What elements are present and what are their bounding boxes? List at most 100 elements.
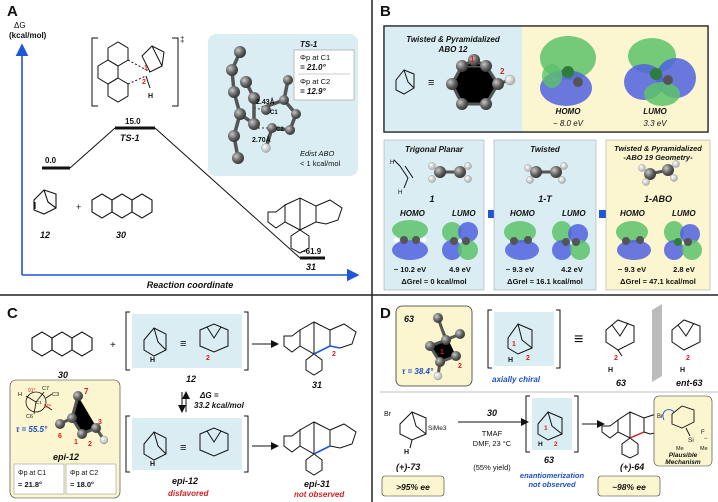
newman-c3: C3: [52, 392, 59, 398]
anthracene-structure: [91, 193, 153, 219]
abo-ball-model: [638, 160, 680, 186]
epi-n3: 3: [98, 419, 102, 426]
mech-line1: Plausible: [669, 452, 698, 459]
col-trigonal-lumo: LUMO: [452, 209, 476, 218]
epi-phi-c2-2: = 18.0°: [70, 480, 94, 489]
col-trigonal-homo-e: − 10.2 eV: [394, 265, 426, 274]
d-63-h: H: [508, 357, 513, 364]
c-abo-h: H: [150, 357, 155, 364]
svg-text:≡: ≡: [180, 338, 186, 350]
epi-n1: 1: [74, 439, 78, 446]
mech-line2: Mechanism: [665, 459, 701, 466]
ts-ball-model: [226, 46, 301, 164]
c-anthracene-label: 30: [58, 370, 68, 380]
col-twisted-title: Twisted: [530, 145, 561, 154]
d-reactant-73: [399, 411, 427, 449]
col-twisted-lumo-e: 4.2 eV: [561, 265, 583, 274]
col-twisted-lumo-orbital: [552, 221, 590, 260]
d-ee-end-box: [597, 475, 661, 497]
col-trigonal-title: Trigonal Planar: [405, 145, 464, 154]
d-63-box: [494, 312, 554, 366]
c2-label: C2: [276, 127, 284, 133]
col-twisted-homo-e: − 9.3 eV: [506, 265, 534, 274]
abo-12-skeletal: [395, 69, 415, 95]
epi-phi-c1-1: Φp at C1: [18, 470, 46, 477]
ts-atom-h: H: [148, 93, 153, 100]
d-enant-2: not observed: [528, 480, 576, 489]
d-product-label: (+)-64: [620, 462, 644, 472]
d-enant-1: enantiomerization: [520, 471, 585, 480]
panel-d: D 63 1 2 τ = 38.4° 1 2: [380, 304, 718, 497]
epi-box-label: epi-12: [53, 452, 79, 462]
epi-phi-c1-2: = 21.8°: [18, 480, 42, 489]
c-dg-2: 33.2 kcal/mol: [194, 401, 245, 410]
newman-c7: C7: [42, 386, 49, 392]
svg-text:H: H: [398, 190, 402, 196]
d-63-2: 2: [526, 355, 530, 362]
col-trigonal-lumo-orbital: [442, 222, 478, 260]
d-equiv: ≡: [574, 331, 583, 348]
col-trigonal-homo-orbital: [392, 220, 428, 260]
trigonal-ball-model: [428, 162, 472, 183]
product-31-structure: [267, 197, 343, 254]
c-disfavored: disfavored: [168, 489, 210, 498]
ts-structure: [91, 37, 179, 107]
newman-projection: [25, 391, 53, 415]
c-epi-31-label: epi-31: [304, 479, 330, 489]
col-abo-lumo: LUMO: [672, 209, 696, 218]
y-axis-label-1: ΔG: [14, 21, 26, 30]
panel-c-letter: C: [7, 305, 18, 322]
phi-c1-line1: Φp at C1: [300, 53, 330, 62]
d-63-label: 63: [616, 378, 626, 388]
d-axially-chiral: axially chiral: [492, 375, 541, 384]
y-axis-label-2: (kcal/mol): [9, 31, 47, 40]
c-product-31: [283, 321, 357, 376]
plus-sign: +: [76, 202, 81, 212]
c-abo-label: 12: [186, 374, 196, 384]
d-model-1: 1: [440, 349, 444, 356]
d-br: Br: [384, 411, 392, 418]
col-trigonal-label: 1: [429, 194, 434, 204]
abo-12-atom-1: 1: [470, 55, 475, 64]
c-not-observed: not observed: [294, 490, 345, 499]
c-anthracene: [31, 331, 93, 357]
d-model-label: 63: [404, 314, 414, 324]
abo-homo-energy: − 8.0 eV: [553, 119, 584, 128]
edist-line1: Edist ABO: [300, 149, 334, 158]
d-ball-model: [425, 313, 465, 381]
d-int-2: 2: [554, 441, 558, 448]
reactant-30-label: 30: [116, 230, 126, 240]
mech-minus: −: [704, 436, 708, 442]
svg-text:H: H: [390, 160, 394, 166]
col-twisted: Twisted 1-T HOMO LUMO: [493, 139, 597, 291]
col-trigonal-dg: ΔGrel = 0 kcal/mol: [401, 277, 466, 286]
d-ent-2: 2: [686, 355, 690, 362]
d-reagent-30: 30: [487, 408, 497, 418]
d-63-3d-h: H: [608, 367, 613, 374]
col-abo-homo-orbital: [616, 221, 651, 260]
col-abo-label: 1-ABO: [644, 194, 672, 204]
epi-n7: 7: [84, 387, 89, 396]
mech-me-2: Me: [700, 446, 708, 452]
ts-atom-1: 1: [144, 65, 148, 72]
c1-label: C1: [270, 110, 278, 116]
d-63-3d-2: 2: [614, 355, 618, 362]
col-abo: Twisted & Pyramidalized -ABO 19 Geometry…: [605, 139, 711, 291]
col-abo-dg: ΔGrel = 47.1 kcal/mol: [620, 277, 696, 286]
col-abo-title: Twisted & Pyramidalized: [614, 144, 702, 153]
abo-12-title-1: Twisted & Pyramidalized: [406, 35, 501, 44]
phi-c1-line2: = 21.0°: [300, 63, 326, 72]
twisted-ball-model: [524, 162, 568, 184]
col-trigonal-lumo-e: 4.9 eV: [449, 265, 471, 274]
d-ee-start: >95% ee: [396, 482, 430, 492]
col-twisted-lumo: LUMO: [562, 209, 586, 218]
abo-lumo-energy: 3.3 eV: [643, 119, 667, 128]
c-epi-label: epi-12: [172, 476, 198, 486]
d-ent-label: ent-63: [676, 378, 703, 388]
col-abo-lumo-e: 2.8 eV: [673, 265, 695, 274]
start-energy: 0.0: [45, 156, 57, 165]
profile-rise: [69, 127, 116, 169]
d-73-h: H: [404, 449, 409, 456]
ts-label: TS-1: [120, 133, 140, 143]
d-reagent-1: TMAF: [482, 429, 503, 438]
